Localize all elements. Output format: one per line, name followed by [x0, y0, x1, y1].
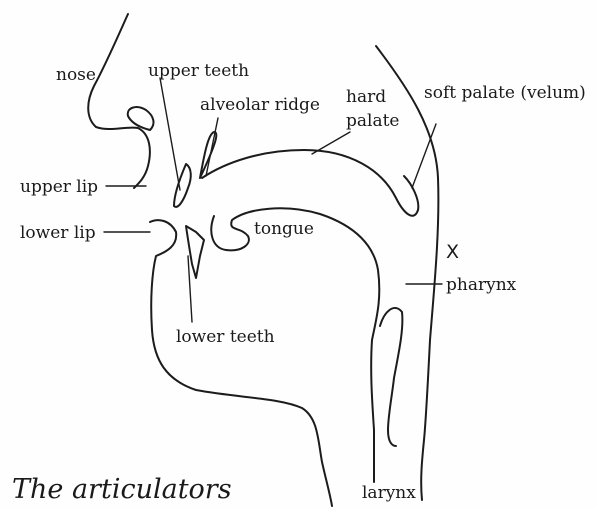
upper-teeth-label: upper teeth	[148, 61, 249, 81]
upper-teeth-leader	[160, 78, 180, 190]
pharynx-label: pharynx	[446, 275, 517, 295]
tongue-label: tongue	[254, 219, 314, 239]
soft-palate-label: soft palate (velum)	[424, 83, 586, 103]
lower-teeth-label: lower teeth	[176, 327, 275, 347]
nostril-outline	[128, 107, 154, 130]
nose-label: nose	[56, 65, 96, 85]
upper-lip-label: upper lip	[20, 177, 98, 197]
hard-palate-leader	[312, 132, 350, 154]
lower-jaw-outline	[150, 220, 332, 506]
diagram-caption: The articulators	[12, 474, 232, 505]
mouth-roof-outline	[200, 132, 418, 216]
x-mark: X	[446, 241, 459, 263]
face-profile-outline	[88, 14, 150, 188]
hard-palate-label-line1: hard	[346, 87, 386, 107]
hard-palate-label-line2: palate	[346, 111, 399, 131]
alveolar-ridge-label: alveolar ridge	[200, 95, 320, 115]
larynx-label: larynx	[362, 483, 416, 503]
epiglottis-outline	[380, 308, 402, 446]
soft-palate-leader	[412, 124, 436, 188]
lower-lip-label: lower lip	[20, 223, 96, 243]
alveolar-ridge-leader	[206, 118, 218, 176]
lower-teeth-leader	[188, 256, 192, 322]
